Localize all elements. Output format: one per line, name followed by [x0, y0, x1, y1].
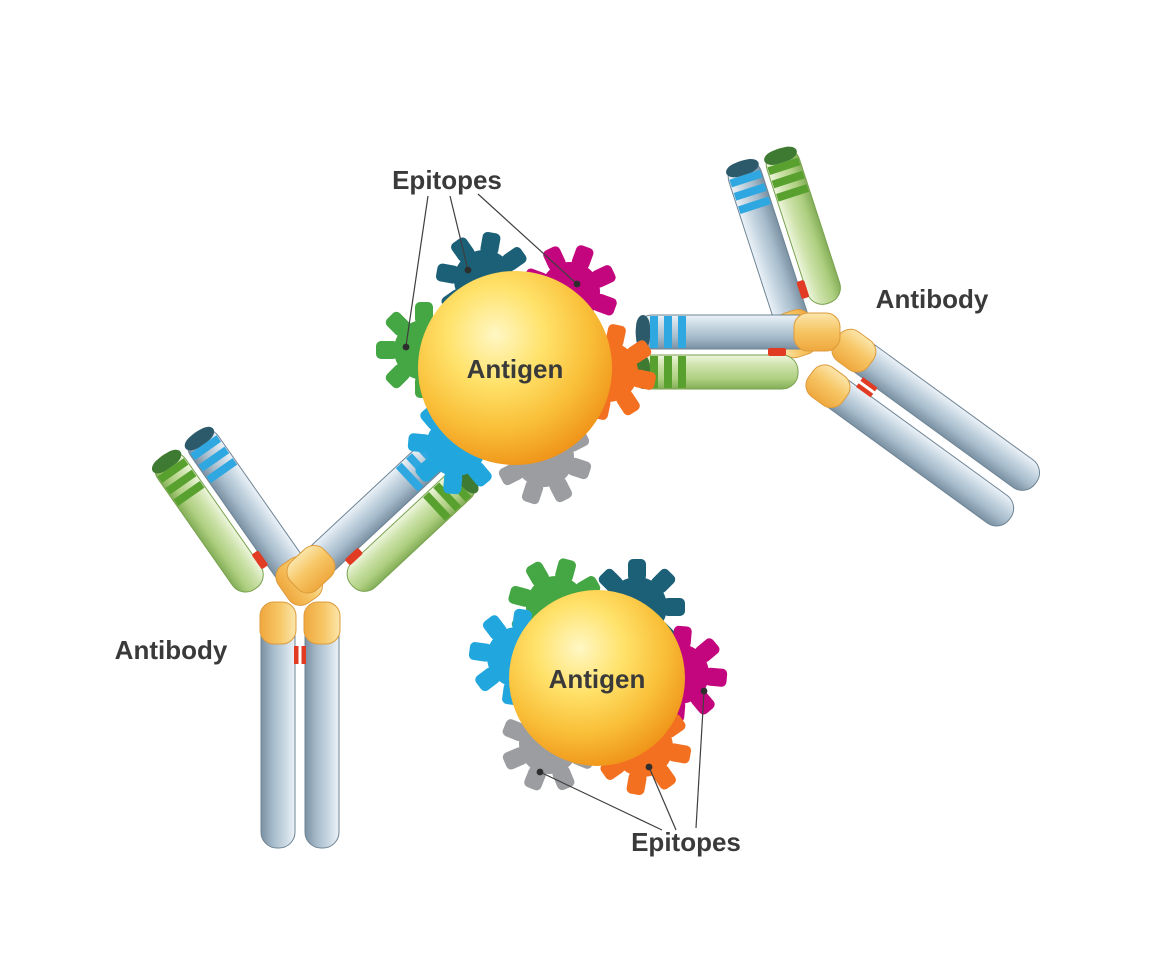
antigen-sphere-top: [418, 271, 612, 465]
callout-dot: [464, 266, 472, 274]
antibody-label-right: Antibody: [876, 284, 989, 314]
callout-line: [477, 193, 578, 285]
callout-dot: [700, 687, 708, 695]
epitopes-callout-bottom: Epitopes: [536, 687, 741, 857]
callout-dot: [573, 280, 581, 288]
antigen-complex-top: Antigen: [376, 224, 665, 518]
epitopes-label-bottom: Epitopes: [631, 827, 741, 857]
antigen-complex-bottom: Antigen: [462, 547, 732, 807]
epitopes-label-top: Epitopes: [392, 165, 502, 195]
callout-line: [648, 766, 677, 831]
callout-dot: [645, 763, 653, 771]
callout-line: [539, 771, 663, 831]
callout-line: [449, 195, 469, 271]
callout-dot: [536, 768, 544, 776]
antigen-label-top: Antigen: [467, 354, 564, 384]
callout-dot: [402, 343, 410, 351]
antibody-label-left: Antibody: [115, 635, 228, 665]
callout-line: [405, 195, 429, 347]
epitopes-callout-top: Epitopes: [392, 165, 581, 351]
callout-line: [695, 691, 705, 829]
antigen-label-bottom: Antigen: [549, 664, 646, 694]
antigen-sphere-bottom: [509, 590, 685, 766]
